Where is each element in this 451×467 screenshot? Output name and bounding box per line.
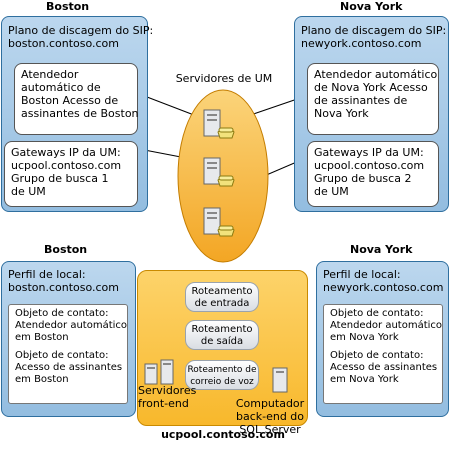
boston-location-title: Perfil de local: boston.contoso.com	[8, 268, 120, 294]
newyork-auto-attendant-box: Atendedor automático de Nova York Acesso…	[307, 63, 439, 135]
boston-dial-plan-title: Plano de discagem do SIP: boston.contoso…	[8, 24, 154, 50]
boston-auto-attendant-box: Atendedor automático de Boston Acesso de…	[14, 63, 139, 135]
boston-contact-auto-attendant: Objeto de contato: Atendedor automático …	[15, 308, 128, 343]
backend-sql-server-icon	[272, 367, 288, 393]
boston-contact-objects-box: Objeto de contato: Atendedor automático …	[8, 304, 128, 404]
outbound-routing-pill: Roteamento de saída	[185, 320, 259, 350]
newyork-ip-gateway-box: Gateways IP da UM: ucpool.contoso.com Gr…	[307, 141, 439, 207]
boston-location-profile-panel: Perfil de local: boston.contoso.com Obje…	[1, 261, 136, 417]
voicemail-routing-pill: Roteamento de correio de voz	[185, 360, 259, 390]
newyork-contact-objects-box: Objeto de contato: Atendedor automático …	[323, 304, 443, 404]
um-server-icon	[203, 157, 235, 187]
newyork-dial-plan-panel: Plano de discagem do SIP: newyork.contos…	[294, 16, 449, 212]
newyork-contact-subscriber-access: Objeto de contato: Acesso de assinantes …	[330, 350, 438, 385]
newyork-location-profile-panel: Perfil de local: newyork.contoso.com Obj…	[316, 261, 449, 417]
um-server-icon	[203, 109, 235, 139]
boston-header: Boston	[46, 0, 90, 13]
inbound-routing-pill: Roteamento de entrada	[185, 282, 259, 312]
boston-dial-plan-panel: Plano de discagem do SIP: boston.contoso…	[1, 16, 153, 212]
ucpool-name-label: ucpool.contoso.com	[161, 428, 285, 441]
boston-contact-subscriber-access: Objeto de contato: Acesso de assinantes …	[15, 350, 123, 385]
newyork-contact-auto-attendant: Objeto de contato: Atendedor automático …	[330, 308, 443, 343]
boston-ip-gateway-box: Gateways IP da UM: ucpool.contoso.com Gr…	[4, 141, 138, 207]
um-servers-label: Servidores de UM	[175, 72, 273, 85]
newyork-dial-plan-title: Plano de discagem do SIP: newyork.contos…	[301, 24, 447, 50]
newyork-header: Nova York	[340, 0, 403, 13]
newyork-location-header: Nova York	[350, 243, 413, 256]
frontend-servers-label: Servidores front-end	[138, 384, 197, 410]
backend-sql-server-label: Computador back-end do SQL Server	[235, 397, 305, 436]
frontend-servers-icon	[144, 359, 174, 385]
boston-location-header: Boston	[44, 243, 88, 256]
newyork-location-title: Perfil de local: newyork.contoso.com	[323, 268, 444, 294]
um-server-icon	[203, 207, 235, 237]
